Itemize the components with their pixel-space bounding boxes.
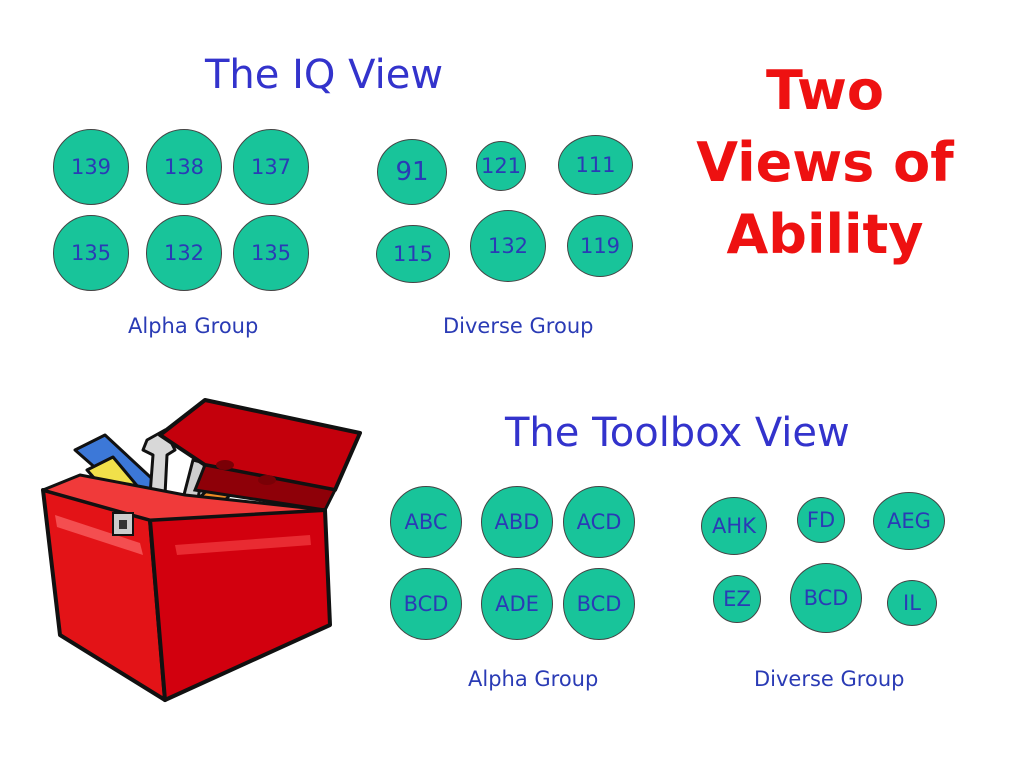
iq-diverse-member: 132 — [470, 210, 546, 282]
iq-alpha-member: 138 — [146, 129, 222, 205]
slide-title-line-2: Views of — [696, 131, 954, 194]
toolbox-alpha-member: BCD — [563, 568, 635, 640]
iq-diverse-label: Diverse Group — [443, 314, 594, 338]
toolbox-diverse-member: AHK — [701, 497, 767, 555]
toolbox-diverse-member: FD — [797, 497, 845, 543]
toolbox-diverse-member: EZ — [713, 575, 761, 623]
iq-diverse-member: 91 — [377, 139, 447, 205]
iq-alpha-member: 139 — [53, 129, 129, 205]
toolbox-diverse-member: IL — [887, 580, 937, 626]
iq-alpha-member: 137 — [233, 129, 309, 205]
toolbox-diverse-member: AEG — [873, 492, 945, 550]
toolbox-alpha-member: ABC — [390, 486, 462, 558]
slide-title-line-3: Ability — [726, 203, 924, 266]
iq-diverse-member: 111 — [558, 135, 633, 195]
iq-alpha-member: 135 — [233, 215, 309, 291]
iq-diverse-member: 121 — [476, 141, 526, 191]
iq-diverse-member: 115 — [376, 225, 450, 283]
iq-alpha-label: Alpha Group — [128, 314, 259, 338]
iq-view-title: The IQ View — [205, 52, 444, 98]
slide-title-line-1: Two — [766, 59, 884, 122]
toolbox-diverse-label: Diverse Group — [754, 667, 905, 691]
toolbox-alpha-label: Alpha Group — [468, 667, 599, 691]
toolbox-alpha-member: ABD — [481, 486, 553, 558]
toolbox-alpha-member: ADE — [481, 568, 553, 640]
iq-diverse-member: 119 — [567, 215, 633, 277]
toolbox-view-title: The Toolbox View — [505, 410, 850, 456]
iq-alpha-member: 132 — [146, 215, 222, 291]
toolbox-alpha-member: ACD — [563, 486, 635, 558]
toolbox-icon — [41, 398, 362, 702]
toolbox-diverse-member: BCD — [790, 563, 862, 633]
iq-alpha-member: 135 — [53, 215, 129, 291]
slide-title: Two Views of Ability — [675, 55, 975, 271]
toolbox-alpha-member: BCD — [390, 568, 462, 640]
